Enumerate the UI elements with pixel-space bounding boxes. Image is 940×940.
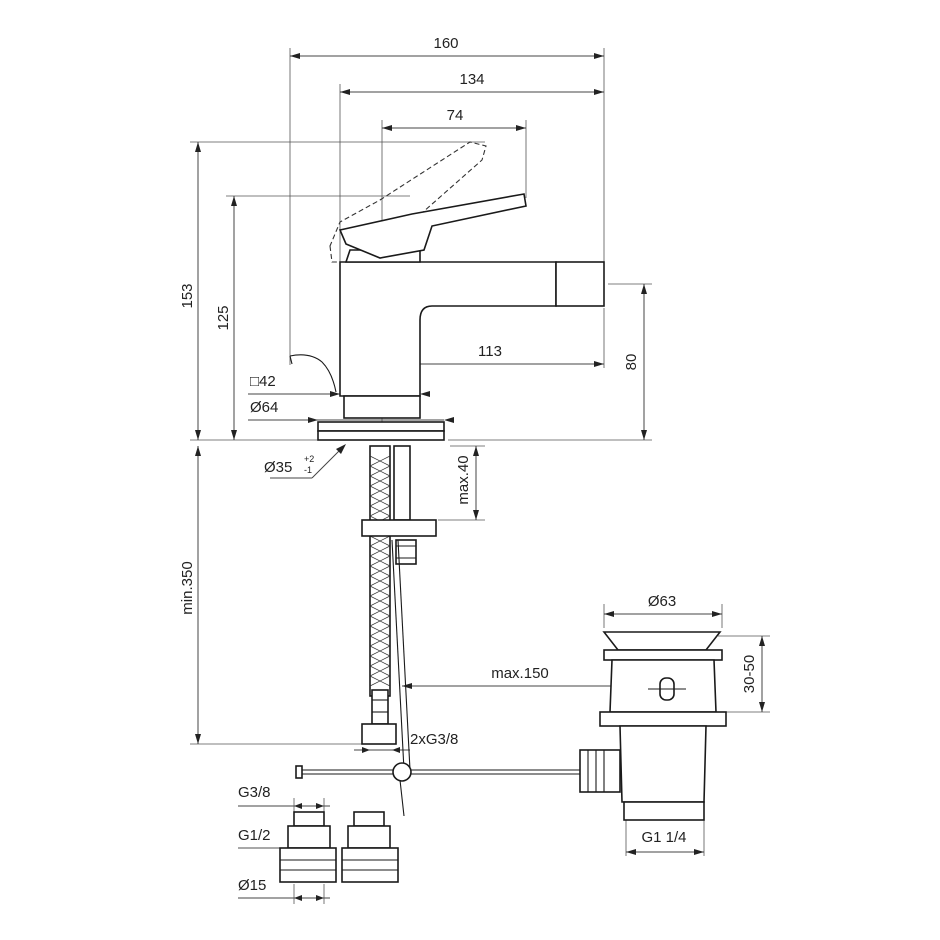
label-2xg38: 2xG3/8 <box>410 731 458 748</box>
waste-nut <box>599 711 727 727</box>
waste-tail <box>623 801 705 821</box>
label-134: 134 <box>459 71 484 88</box>
label-dia-35-tol-minus: -1 <box>304 465 312 475</box>
label-dia-64: Ø64 <box>250 399 278 416</box>
hose-nut <box>361 723 397 745</box>
faucet-body <box>289 141 605 441</box>
label-113: 113 <box>478 343 502 360</box>
label-max-40: max.40 <box>455 455 472 504</box>
label-153: 153 <box>179 283 196 308</box>
adapter-left <box>279 811 337 883</box>
faucet-main-body <box>339 261 557 397</box>
under-deck-fixing <box>361 445 437 771</box>
dimension-labels: 160 134 74 153 125 113 80 □42 Ø64 Ø35 +2… <box>179 35 758 894</box>
adapter-right <box>341 811 399 883</box>
label-g114: G1 1/4 <box>641 829 686 846</box>
faucet-base <box>343 395 421 419</box>
label-min-350: min.350 <box>179 561 196 614</box>
hose-connector <box>371 689 389 725</box>
lever-handle <box>338 193 527 259</box>
base-ring-lower <box>317 430 445 441</box>
spout-nozzle <box>555 261 605 307</box>
rod-end <box>295 765 303 779</box>
label-160: 160 <box>433 35 458 52</box>
base-ring-upper <box>317 421 445 432</box>
popup-linkage <box>295 762 580 817</box>
dimension-lines <box>190 48 770 904</box>
threaded-stud <box>393 445 411 521</box>
fixing-plate <box>361 519 437 537</box>
waste-side-connector <box>579 749 621 793</box>
waste-assembly <box>579 631 727 821</box>
label-80: 80 <box>623 354 640 371</box>
label-g12: G1/2 <box>238 827 271 844</box>
label-dia-35-tol-plus: +2 <box>304 454 314 464</box>
waste-plug <box>602 631 722 651</box>
popup-rod-knob <box>289 354 337 393</box>
label-dia-63: Ø63 <box>648 593 676 610</box>
label-dia-15: Ø15 <box>238 877 266 894</box>
waste-body-lower <box>619 725 707 803</box>
label-30-50: 30-50 <box>741 655 758 693</box>
waste-flange <box>603 649 723 661</box>
adapters <box>279 811 399 883</box>
label-g38: G3/8 <box>238 784 271 801</box>
rod-clip <box>392 762 412 782</box>
label-dia-35: Ø35 <box>264 459 292 476</box>
label-74: 74 <box>447 107 464 124</box>
label-square-42: □42 <box>250 373 276 390</box>
label-125: 125 <box>215 305 232 330</box>
label-max-150: max.150 <box>491 665 549 682</box>
